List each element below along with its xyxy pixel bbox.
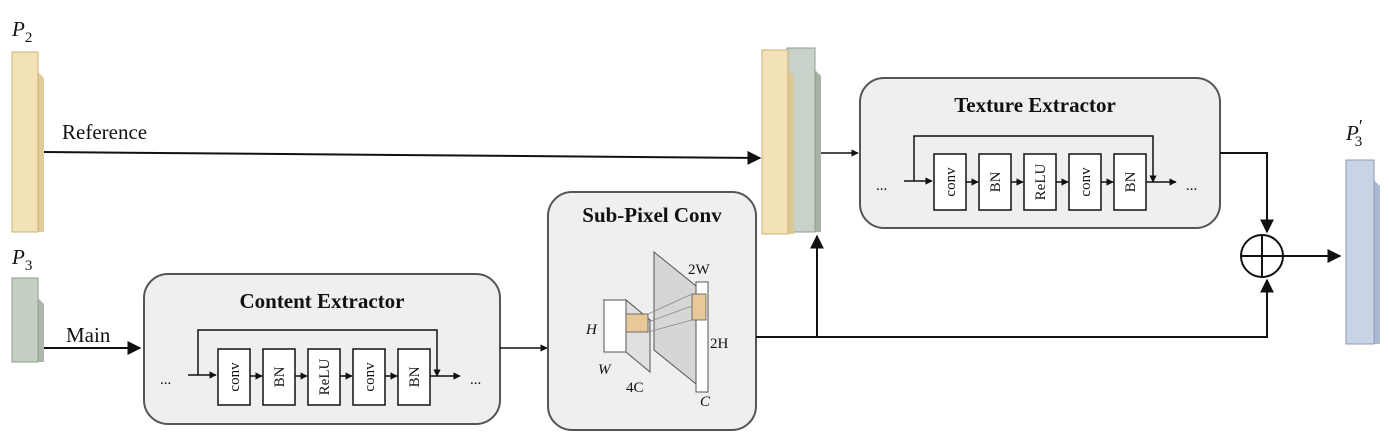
p2-feature-map bbox=[11, 51, 44, 233]
content-block-5: BN bbox=[397, 348, 431, 406]
content-block-4: conv bbox=[352, 348, 386, 406]
subpixel-4c-label: 4C bbox=[626, 380, 644, 396]
subpixel-projection-lines bbox=[647, 293, 693, 333]
subpixel-c-label: C bbox=[700, 394, 711, 410]
reference-arrow bbox=[43, 150, 762, 165]
texture-block-5-label: BN bbox=[1123, 171, 1139, 192]
content-block-2: BN bbox=[262, 348, 296, 406]
content-block-4-label: conv bbox=[362, 362, 378, 392]
subpixel-w-label: W bbox=[598, 362, 612, 378]
texture-ellipsis-right: ... bbox=[1186, 178, 1197, 194]
subpixel-to-sum-arrow bbox=[756, 278, 1274, 338]
content-ellipsis-right: ... bbox=[470, 372, 481, 388]
texture-skip-connection bbox=[913, 135, 1157, 183]
texture-block-2: BN bbox=[978, 153, 1012, 211]
content-block-1-label: conv bbox=[227, 362, 243, 392]
p3prime-feature-map bbox=[1345, 159, 1380, 345]
texture-block-2-label: BN bbox=[988, 171, 1004, 192]
texture-block-4-label: conv bbox=[1078, 167, 1094, 197]
elementwise-sum-icon bbox=[1240, 234, 1284, 278]
p3-feature-map bbox=[11, 277, 44, 363]
texture-block-5: BN bbox=[1113, 153, 1147, 211]
content-block-1: conv bbox=[217, 348, 251, 406]
main-label: Main bbox=[66, 323, 111, 347]
p2-label: P2 bbox=[11, 17, 32, 46]
subpixel-2w-label: 2W bbox=[688, 262, 711, 278]
texture-to-sum-arrow bbox=[1220, 152, 1274, 234]
texture-block-1-label: conv bbox=[943, 167, 959, 197]
p3-label: P3 bbox=[11, 245, 32, 274]
texture-block-1: conv bbox=[933, 153, 967, 211]
texture-extractor-title: Texture Extractor bbox=[954, 93, 1116, 117]
subpixel-title: Sub-Pixel Conv bbox=[582, 203, 722, 227]
reference-label: Reference bbox=[62, 120, 147, 144]
texture-ellipsis-left: ... bbox=[876, 178, 887, 194]
content-block-2-label: BN bbox=[272, 366, 288, 387]
content-block-5-label: BN bbox=[407, 366, 423, 387]
concat-feature-map bbox=[761, 47, 821, 235]
content-ellipsis-left: ... bbox=[160, 372, 171, 388]
subpixel-2h-label: 2H bbox=[710, 336, 729, 352]
content-block-3-label: ReLU bbox=[317, 359, 333, 396]
subpixel-input-tensor bbox=[602, 298, 652, 374]
texture-block-3-label: ReLU bbox=[1033, 164, 1049, 201]
subpixel-panel bbox=[547, 191, 757, 431]
subpixel-output-tensor bbox=[653, 250, 709, 394]
texture-block-4: conv bbox=[1068, 153, 1102, 211]
content-extractor-title: Content Extractor bbox=[239, 289, 404, 313]
content-skip-connection bbox=[197, 329, 441, 377]
p3prime-label: P′3 bbox=[1345, 116, 1363, 150]
texture-block-3: ReLU bbox=[1023, 153, 1057, 211]
content-block-3: ReLU bbox=[307, 348, 341, 406]
subpixel-h-label: H bbox=[585, 322, 598, 338]
